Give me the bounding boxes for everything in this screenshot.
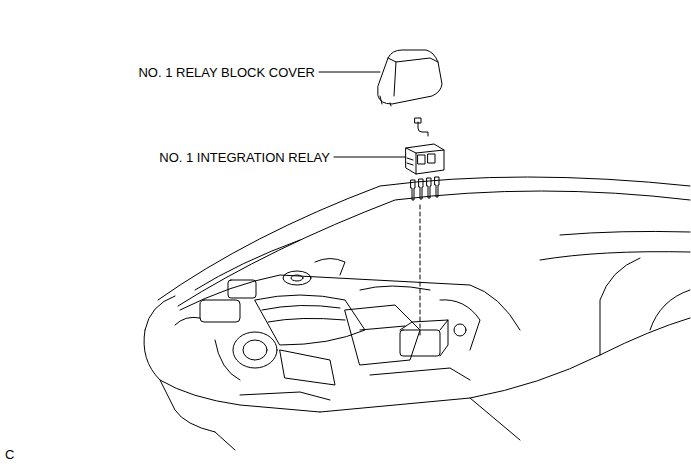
leader-line (334, 157, 407, 158)
engine-components (175, 259, 520, 401)
leader-line (319, 72, 380, 73)
relay-connector (415, 118, 428, 136)
part-name: NO. 1 INTEGRATION RELAY (159, 150, 330, 165)
integration-relay (406, 144, 444, 174)
car-body (144, 177, 690, 450)
relay-block-cover (378, 50, 442, 106)
figure-code: C (5, 447, 14, 462)
location-line (420, 205, 421, 335)
part-name: NO. 1 RELAY BLOCK COVER (138, 65, 315, 80)
